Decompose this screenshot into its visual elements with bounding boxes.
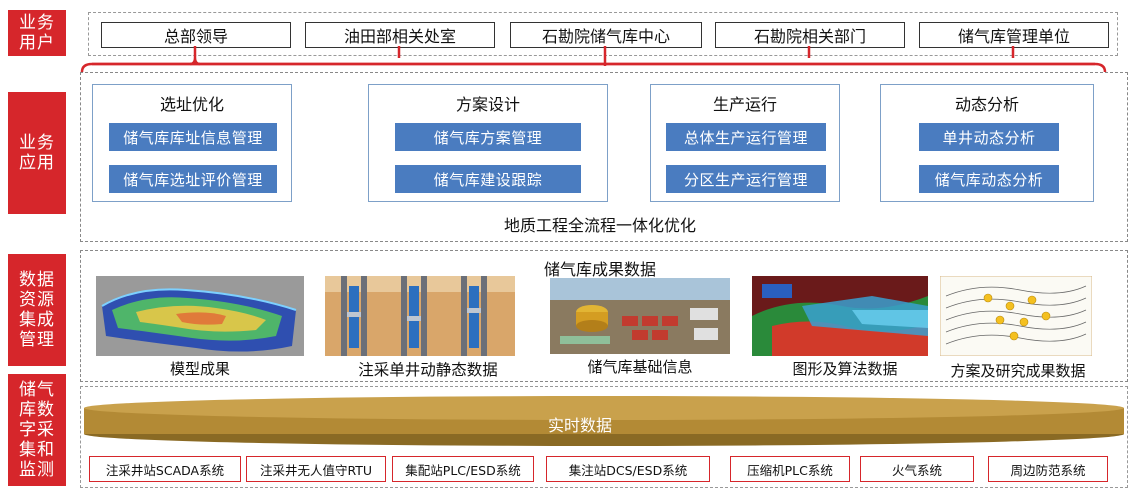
app-item-well-analysis[interactable]: 单井动态分析	[919, 123, 1059, 151]
system-gathering-plc: 集配站PLC/ESD系统	[392, 456, 534, 482]
system-scada: 注采井站SCADA系统	[89, 456, 241, 482]
data-panel	[80, 250, 1128, 382]
user-storage-center: 石勘院储气库中心	[510, 22, 702, 48]
app-group-dynamic-analysis: 动态分析 单井动态分析 储气库动态分析	[880, 84, 1094, 202]
data-item-facility: 储气库基础信息	[587, 358, 693, 376]
contour-map-image	[940, 276, 1092, 356]
app-group-plan-design: 方案设计 储气库方案管理 储气库建设跟踪	[368, 84, 608, 202]
app-group-title-text: 方案设计	[447, 95, 528, 114]
section-label-data: 数据 资源 集成 管理	[8, 254, 66, 366]
app-group-title-text: 生产运行	[704, 95, 785, 114]
app-group-title-text: 动态分析	[946, 95, 1027, 114]
wellbore-image	[325, 276, 515, 356]
graphics-image	[752, 276, 928, 356]
apps-panel	[80, 72, 1128, 242]
app-group-title: 方案设计	[369, 91, 607, 115]
section-label-apps: 业务 应用	[8, 92, 66, 214]
model-result-image	[96, 276, 304, 356]
data-item-graphics: 图形及算法数据	[792, 360, 898, 378]
data-item-model: 模型成果	[169, 360, 230, 378]
system-injection-dcs: 集注站DCS/ESD系统	[546, 456, 710, 482]
app-group-production: 生产运行 总体生产运行管理 分区生产运行管理	[650, 84, 840, 202]
app-item-construction-tracking[interactable]: 储气库建设跟踪	[395, 165, 581, 193]
section-label-collect: 储气 库数 字采 集和 监测	[8, 374, 66, 486]
system-rtu: 注采井无人值守RTU	[246, 456, 386, 482]
app-item-zone-production[interactable]: 分区生产运行管理	[666, 165, 826, 193]
app-item-storage-analysis[interactable]: 储气库动态分析	[919, 165, 1059, 193]
collect-panel	[80, 386, 1128, 488]
facility-image	[550, 278, 730, 354]
app-group-title: 动态分析	[881, 91, 1093, 115]
system-fire-gas: 火气系统	[860, 456, 974, 482]
app-item-plan-management[interactable]: 储气库方案管理	[395, 123, 581, 151]
app-item-overall-production[interactable]: 总体生产运行管理	[666, 123, 826, 151]
app-group-title: 选址优化	[93, 91, 291, 115]
app-group-site-selection: 选址优化 储气库库址信息管理 储气库选址评价管理	[92, 84, 292, 202]
user-storage-management-unit: 储气库管理单位	[919, 22, 1109, 48]
system-compressor-plc: 压缩机PLC系统	[730, 456, 850, 482]
data-item-research: 方案及研究成果数据	[950, 362, 1086, 380]
system-perimeter: 周边防范系统	[988, 456, 1108, 482]
apps-footer: 地质工程全流程一体化优化	[503, 216, 696, 235]
realtime-data-label: 实时数据	[547, 416, 612, 435]
users-connector-bracket	[80, 46, 1107, 73]
realtime-data-cylinder	[84, 396, 1124, 446]
app-item-site-evaluation[interactable]: 储气库选址评价管理	[109, 165, 277, 193]
users-panel	[88, 12, 1118, 56]
user-research-departments: 石勘院相关部门	[715, 22, 905, 48]
app-item-site-info[interactable]: 储气库库址信息管理	[109, 123, 277, 151]
app-group-title: 生产运行	[651, 91, 839, 115]
app-group-title-text: 选址优化	[151, 95, 232, 114]
section-label-users: 业务 用户	[8, 10, 66, 56]
data-item-wellbore: 注采单井动静态数据	[358, 361, 498, 379]
data-panel-title: 储气库成果数据	[543, 260, 656, 279]
user-hq-leadership: 总部领导	[101, 22, 291, 48]
